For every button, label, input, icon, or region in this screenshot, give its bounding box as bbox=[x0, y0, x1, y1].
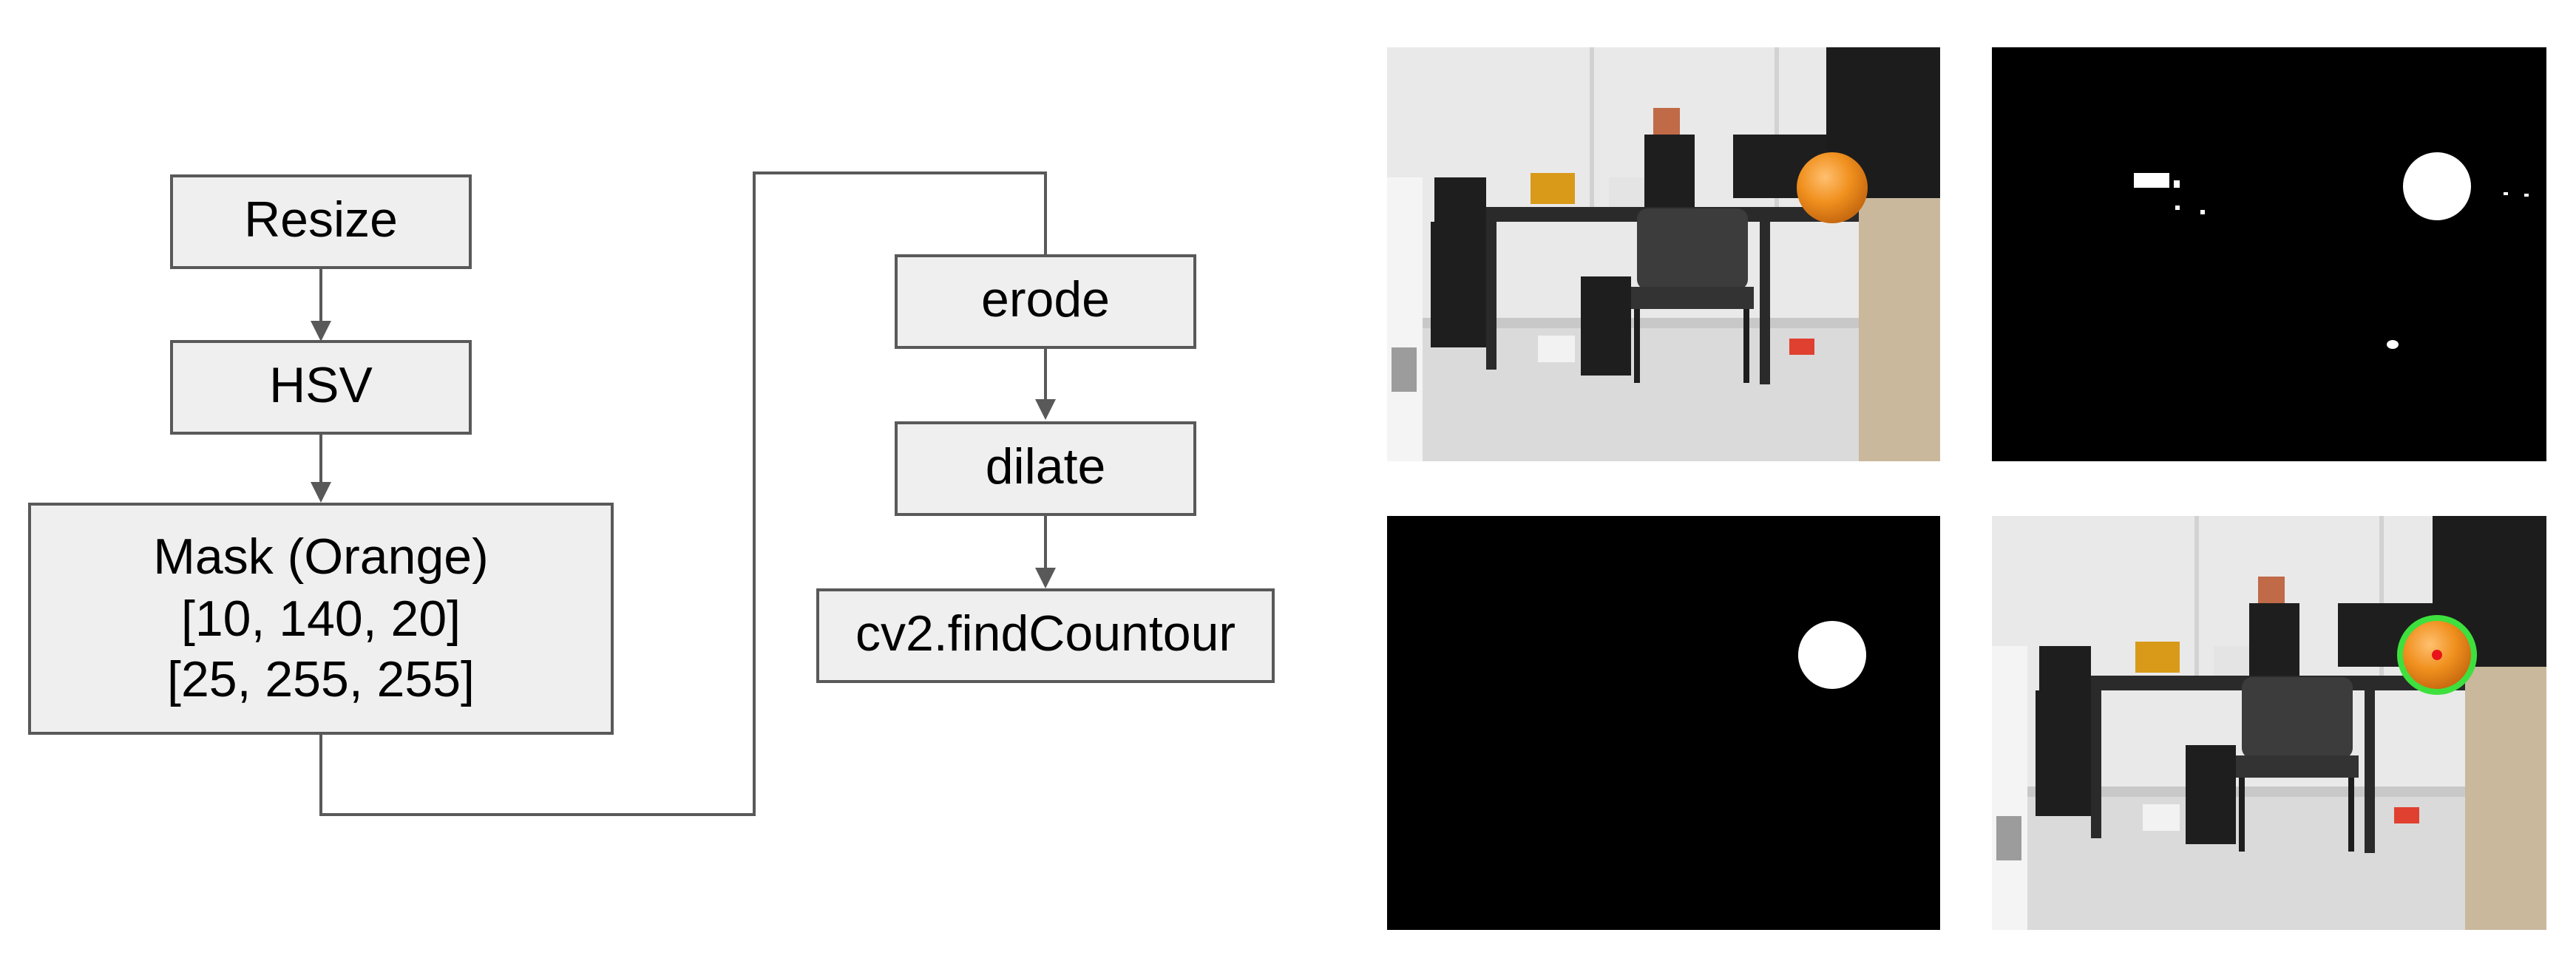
desk-leg bbox=[2091, 690, 2101, 838]
step-dilate-label: dilate bbox=[986, 438, 1106, 495]
step-resize-label: Resize bbox=[244, 191, 398, 248]
desktop-tower bbox=[2249, 603, 2299, 676]
desk-leg bbox=[1760, 222, 1770, 384]
printer bbox=[1434, 177, 1486, 229]
center-marker bbox=[2432, 650, 2442, 660]
arrowhead-mask bbox=[311, 482, 331, 503]
mask-noise-speck bbox=[2504, 192, 2508, 195]
panel-original-frame bbox=[1387, 47, 1940, 461]
mask-noise-speck bbox=[2175, 205, 2180, 210]
chair-back bbox=[1637, 208, 1748, 290]
step-mask-upper-bound: [25, 255, 255] bbox=[167, 651, 475, 707]
chair-leg bbox=[1634, 309, 1640, 383]
chair-leg bbox=[2348, 778, 2354, 852]
shelf-items bbox=[1653, 108, 1680, 135]
printer bbox=[2039, 646, 2091, 698]
connector-mask-erode bbox=[319, 171, 1047, 816]
step-mask-orange: Mask (Orange) [10, 140, 20] [25, 255, 25… bbox=[28, 503, 614, 735]
step-find-contour: cv2.findCountour bbox=[816, 588, 1275, 683]
printer-stand bbox=[1431, 222, 1490, 347]
panel-detection-result bbox=[1992, 516, 2546, 930]
trash-bin bbox=[1581, 276, 1631, 376]
panel-cleaned-mask bbox=[1387, 516, 1940, 930]
floor-item bbox=[2394, 807, 2419, 823]
orange-ball bbox=[1797, 152, 1868, 223]
mask-background bbox=[1387, 516, 1940, 930]
arrowhead-dilate bbox=[1035, 399, 1056, 420]
mask-noise-speck bbox=[2200, 210, 2205, 214]
chair-leg bbox=[2239, 778, 2245, 852]
desk-leg bbox=[2365, 690, 2375, 853]
step-resize: Resize bbox=[170, 174, 472, 269]
mask-noise-floor bbox=[2387, 340, 2399, 349]
mask-ball-blob bbox=[2403, 152, 2471, 220]
step-hsv-label: HSV bbox=[269, 357, 373, 413]
shelf-items bbox=[2258, 577, 2285, 603]
floor-paper bbox=[2143, 804, 2180, 831]
desk-leg bbox=[1486, 222, 1497, 370]
toolbox bbox=[2135, 642, 2180, 673]
mask-ball-blob bbox=[1798, 621, 1866, 689]
floor bbox=[1387, 325, 1940, 461]
mask-noise-toolbox-speck bbox=[2174, 180, 2180, 188]
chair-back bbox=[2242, 677, 2353, 758]
white-cabinet bbox=[1387, 177, 1423, 461]
white-cabinet bbox=[1992, 646, 2027, 930]
step-mask-title: Mask (Orange) bbox=[153, 529, 488, 585]
laptop bbox=[1609, 177, 1644, 207]
trash-bin bbox=[2186, 745, 2236, 844]
laptop bbox=[2214, 646, 2249, 676]
arrowhead-find bbox=[1035, 568, 1056, 588]
step-erode-label: erode bbox=[981, 271, 1110, 327]
toolbox bbox=[1531, 173, 1575, 204]
mask-noise-toolbox bbox=[2134, 173, 2169, 188]
floor-paper bbox=[1538, 336, 1575, 362]
chair-seat bbox=[1630, 287, 1754, 309]
mask-background bbox=[1992, 47, 2546, 461]
cabinet-shadow bbox=[1996, 816, 2021, 860]
baseboard bbox=[1992, 787, 2546, 797]
person-legs bbox=[1859, 191, 1940, 461]
chair-leg bbox=[1743, 309, 1749, 383]
floor-item bbox=[1789, 339, 1814, 355]
panel-raw-mask bbox=[1992, 47, 2546, 461]
step-find-contour-label: cv2.findCountour bbox=[855, 605, 1236, 662]
step-erode: erode bbox=[895, 254, 1196, 349]
arrowhead-hsv bbox=[311, 321, 331, 342]
baseboard bbox=[1387, 318, 1940, 328]
detection-circle bbox=[2397, 615, 2477, 695]
wall-pillar bbox=[1590, 47, 1594, 210]
printer-stand bbox=[2036, 690, 2095, 816]
flowchart: Resize HSV Mask (Orange) [10, 140, 20] [… bbox=[28, 171, 1275, 816]
step-mask-lower-bound: [10, 140, 20] bbox=[181, 591, 461, 647]
wall-pillar bbox=[1775, 47, 1779, 210]
step-dilate: dilate bbox=[895, 421, 1196, 516]
wall-pillar bbox=[2194, 516, 2199, 679]
step-hsv: HSV bbox=[170, 340, 472, 435]
desktop-tower bbox=[1644, 135, 1695, 207]
mask-noise-speck bbox=[2524, 194, 2529, 197]
wall-pillar bbox=[2379, 516, 2384, 679]
person-legs bbox=[2465, 659, 2546, 930]
floor bbox=[1992, 794, 2546, 930]
cabinet-shadow bbox=[1392, 347, 1417, 392]
chair-seat bbox=[2234, 755, 2359, 778]
